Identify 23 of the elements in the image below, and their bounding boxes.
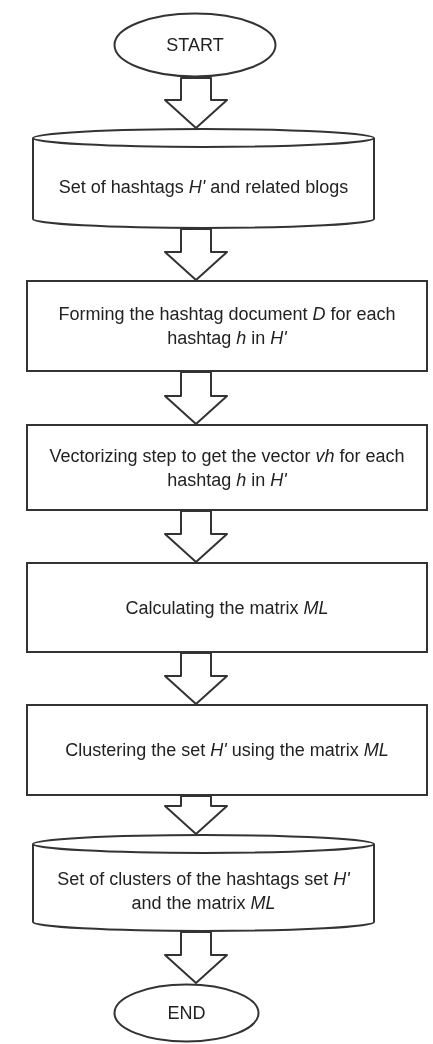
process-box (26, 280, 428, 372)
block-arrow (164, 77, 228, 129)
node-label: Forming the hashtag document D for each hashtag h in H' (57, 303, 397, 350)
node-label: START (166, 34, 224, 57)
node-label: Calculating the matrix ML (125, 596, 329, 620)
block-arrow (164, 652, 228, 705)
block-arrow (164, 371, 228, 425)
block-arrow (164, 510, 228, 563)
terminal-ellipse (113, 12, 277, 78)
data-cylinder (32, 834, 375, 932)
terminal-ellipse (113, 983, 260, 1043)
node-label: Clustering the set H' using the matrix ML (65, 739, 389, 762)
block-arrow (164, 228, 228, 281)
block-arrow (164, 795, 228, 835)
process-box (26, 562, 428, 653)
data-cylinder (32, 128, 375, 229)
process-box (26, 424, 428, 511)
node-label: Set of hashtags H' and related blogs (58, 175, 349, 199)
node-label: END (167, 1002, 206, 1025)
process-box (26, 704, 428, 796)
block-arrow (164, 931, 228, 984)
node-label: Set of clusters of the hashtags set H' and the matrix ML (56, 868, 351, 915)
node-label: Vectorizing step to get the vector vh for each hashtag h in H' (48, 444, 406, 492)
